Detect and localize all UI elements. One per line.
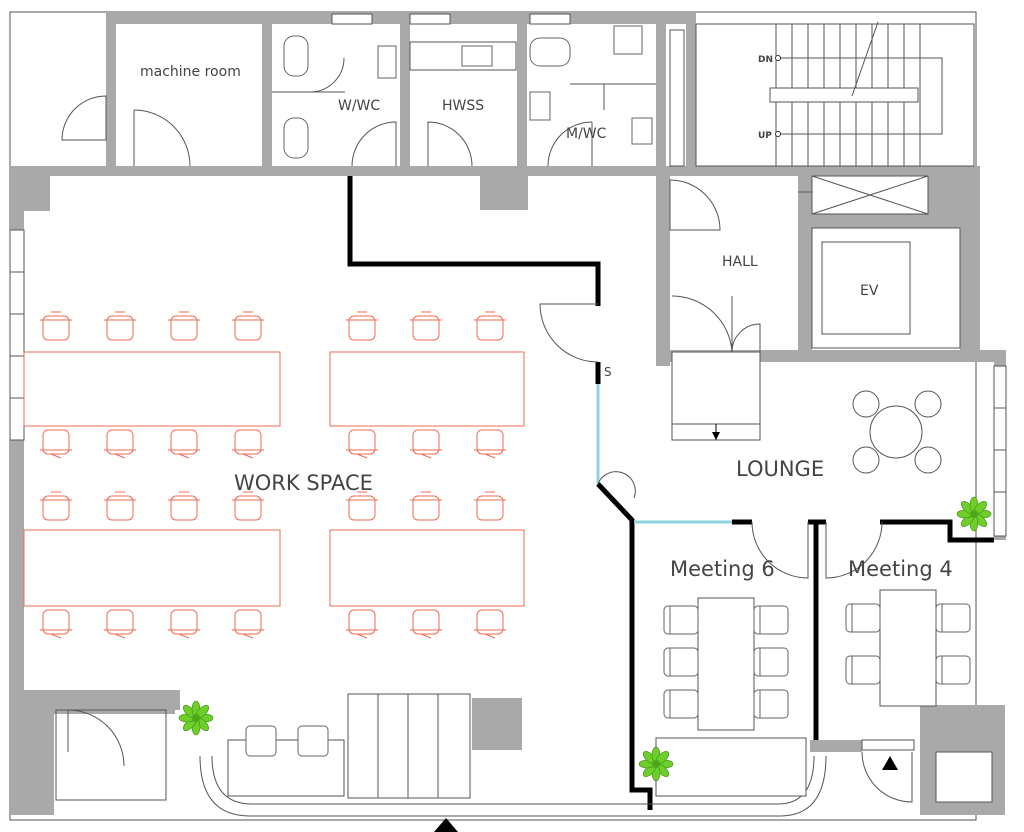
- workspace-chair: [232, 429, 264, 459]
- entrance-arrow-icon: [434, 818, 458, 832]
- hall-area: [669, 175, 961, 441]
- left-windows: [9, 229, 25, 441]
- machine-room-label: machine room: [140, 64, 241, 80]
- meeting4-furniture: [879, 589, 937, 707]
- meeting-chair: [935, 603, 971, 633]
- stairs: DN UP: [695, 21, 975, 167]
- plant-icon: [178, 700, 214, 736]
- workspace-chairs: [40, 311, 506, 639]
- hall-label: HALL: [722, 254, 758, 270]
- meeting-chairs: [663, 603, 971, 719]
- meeting-chair: [753, 689, 789, 719]
- stair-dn-label: DN: [758, 55, 773, 65]
- meeting-chair: [753, 605, 789, 635]
- ev-label: EV: [860, 283, 879, 299]
- workspace-chair: [104, 491, 136, 521]
- workspace-chair: [410, 311, 442, 341]
- entrance-arrow-icon: [882, 756, 898, 770]
- workspace-chair: [40, 311, 72, 341]
- workspace-chair: [346, 311, 378, 341]
- partitions: [347, 176, 994, 810]
- door-s-label: S: [604, 365, 612, 379]
- right-windows: [993, 365, 1007, 537]
- lounge-furniture: [852, 390, 942, 474]
- workspace-chair: [346, 609, 378, 639]
- workspace-chair: [474, 491, 506, 521]
- meeting-chair: [935, 655, 971, 685]
- meeting6-label: Meeting 6: [670, 557, 775, 581]
- workspace-chair: [40, 429, 72, 459]
- stair-up-label: UP: [758, 131, 772, 141]
- bottom-area: [55, 693, 993, 817]
- workspace-chair: [168, 609, 200, 639]
- workspace-chair: [168, 491, 200, 521]
- workspace-chair: [104, 609, 136, 639]
- meeting-chair: [845, 655, 881, 685]
- meeting-chair: [663, 647, 699, 677]
- meeting-chair: [845, 603, 881, 633]
- workspace-chair: [410, 429, 442, 459]
- workspace-chair: [474, 429, 506, 459]
- plant-icon: [638, 746, 674, 782]
- workspace-chair: [346, 491, 378, 521]
- meeting4-label: Meeting 4: [848, 557, 953, 581]
- w-wc-label: W/WC: [338, 98, 380, 114]
- m-wc-label: M/WC: [566, 126, 607, 142]
- plant-icon: [956, 496, 992, 532]
- meeting-chair: [753, 647, 789, 677]
- lounge-label: LOUNGE: [736, 457, 824, 481]
- meeting-chair: [663, 605, 699, 635]
- workspace-furniture: [23, 351, 525, 607]
- workspace-chair: [474, 311, 506, 341]
- plants: [178, 496, 992, 782]
- workspace-chair: [346, 429, 378, 459]
- workspace-chair: [104, 311, 136, 341]
- service-rooms: [61, 25, 767, 167]
- top-windows: [331, 13, 571, 25]
- room-labels: machine room W/WC HWSS M/WC HALL EV WORK…: [140, 64, 953, 581]
- hwss-label: HWSS: [442, 98, 484, 114]
- work-space-label: WORK SPACE: [234, 471, 373, 495]
- workspace-chair: [168, 311, 200, 341]
- workspace-chair: [410, 609, 442, 639]
- meeting6-furniture: [697, 597, 755, 731]
- workspace-chair: [168, 429, 200, 459]
- workspace-chair: [474, 609, 506, 639]
- workspace-chair: [410, 491, 442, 521]
- workspace-chair: [232, 311, 264, 341]
- meeting-chair: [663, 689, 699, 719]
- workspace-chair: [232, 491, 264, 521]
- workspace-chair: [40, 609, 72, 639]
- workspace-chair: [232, 609, 264, 639]
- workspace-chair: [40, 491, 72, 521]
- workspace-chair: [104, 429, 136, 459]
